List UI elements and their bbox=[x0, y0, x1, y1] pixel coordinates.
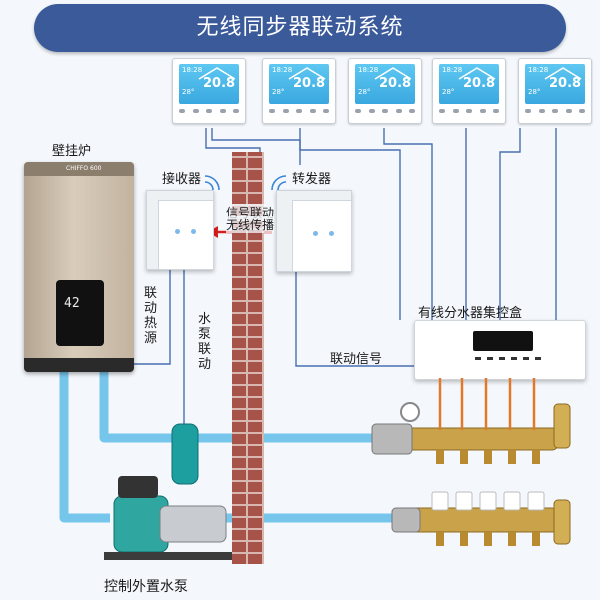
control-wires bbox=[134, 128, 557, 428]
wifi-icon bbox=[271, 175, 287, 191]
thermostat-screen: 18:28 20.8 28° bbox=[269, 64, 329, 104]
control-box-leds bbox=[475, 357, 541, 360]
thermostat-temp: 20.8 bbox=[549, 76, 582, 91]
receiver-label: 接收器 bbox=[162, 172, 202, 187]
thermostat[interactable]: 18:28 20.8 28° bbox=[348, 58, 422, 124]
heat-source-label: 联动热源 bbox=[144, 286, 158, 346]
title-text: 无线同步器联动系统 bbox=[196, 15, 404, 40]
pipe-return-lower bbox=[59, 372, 110, 523]
thermostat-screen: 18:28 20.8 28° bbox=[179, 64, 239, 104]
thermostat-temp: 20.8 bbox=[463, 76, 496, 91]
thermostat[interactable]: 18:28 20.8 28° bbox=[432, 58, 506, 124]
thermostat-screen: 18:28 20.8 28° bbox=[525, 64, 585, 104]
boiler-brand: CHIFFO 600 bbox=[66, 165, 102, 172]
thermostat-time: 18:28 bbox=[272, 66, 293, 74]
thermostat-screen: 18:28 20.8 28° bbox=[439, 64, 499, 104]
pump-label: 控制外置水泵 bbox=[104, 579, 188, 595]
manifold-outlets bbox=[436, 450, 540, 546]
thermostat-setpoint: 28° bbox=[358, 88, 371, 96]
boiler-display: 42 bbox=[64, 296, 80, 311]
thermostat-buttons[interactable] bbox=[179, 109, 239, 117]
boiler-base bbox=[24, 358, 134, 372]
water-pump bbox=[104, 423, 232, 560]
thermostat-setpoint: 28° bbox=[272, 88, 285, 96]
repeater-label: 转发器 bbox=[292, 172, 332, 187]
pressure-tank bbox=[171, 423, 199, 485]
thermostat-time: 18:28 bbox=[358, 66, 379, 74]
loop-wires bbox=[438, 378, 536, 430]
thermostat-buttons[interactable] bbox=[355, 109, 415, 117]
thermostat[interactable]: 18:28 20.8 28° bbox=[518, 58, 592, 124]
wireless-label: 无线传播 bbox=[226, 216, 275, 233]
house-icon bbox=[458, 67, 496, 80]
manifold-upper bbox=[371, 402, 571, 455]
thermostat-time: 18:28 bbox=[528, 66, 549, 74]
pressure-gauge bbox=[400, 402, 420, 422]
wire-heat-source bbox=[134, 270, 171, 365]
thermostat-temp: 20.8 bbox=[203, 76, 236, 91]
boiler-top-bar: CHIFFO 600 bbox=[24, 162, 134, 176]
wall-boiler: CHIFFO 600 42 bbox=[24, 162, 134, 372]
indicator-dot bbox=[191, 229, 196, 234]
title-banner: 无线同步器联动系统 bbox=[34, 4, 566, 52]
thermostat-temp: 20.8 bbox=[379, 76, 412, 91]
pipe-supply-upper bbox=[99, 372, 375, 443]
house-icon bbox=[288, 67, 326, 80]
wire-t4b bbox=[499, 128, 521, 320]
receiver[interactable] bbox=[146, 190, 214, 270]
wifi-icon bbox=[204, 175, 220, 191]
repeater-front bbox=[292, 200, 352, 272]
house-icon bbox=[544, 67, 582, 80]
receiver-front bbox=[158, 200, 214, 270]
indicator-dot bbox=[175, 229, 180, 234]
thermostat-setpoint: 28° bbox=[442, 88, 455, 96]
house-icon bbox=[198, 67, 236, 80]
thermostat-buttons[interactable] bbox=[269, 109, 329, 117]
link-signal-label: 联动信号 bbox=[330, 352, 383, 367]
wire-t2 bbox=[299, 128, 401, 320]
thermostat-screen: 18:28 20.8 28° bbox=[355, 64, 415, 104]
thermostat-time: 18:28 bbox=[442, 66, 463, 74]
indicator-dot bbox=[329, 231, 334, 236]
control-box-screen bbox=[473, 331, 533, 351]
house-icon bbox=[374, 67, 412, 80]
wire-link-signal bbox=[295, 272, 414, 367]
thermostat-setpoint: 28° bbox=[528, 88, 541, 96]
thermostat[interactable]: 18:28 20.8 28° bbox=[172, 58, 246, 124]
pump-link-label: 水泵联动 bbox=[198, 312, 212, 372]
indicator-dot bbox=[313, 231, 318, 236]
thermostat-buttons[interactable] bbox=[439, 109, 499, 117]
thermostat[interactable]: 18:28 20.8 28° bbox=[262, 58, 336, 124]
boiler-control-panel[interactable]: 42 bbox=[56, 280, 104, 346]
wire-t3 bbox=[383, 128, 433, 320]
actuators bbox=[431, 491, 545, 511]
wire-t1b bbox=[211, 128, 301, 165]
boiler-label: 壁挂炉 bbox=[52, 144, 92, 159]
thermostat-buttons[interactable] bbox=[525, 109, 585, 117]
manifold-lower bbox=[391, 499, 571, 545]
collector-box-label: 有线分水器集控盒 bbox=[418, 306, 523, 321]
repeater[interactable] bbox=[276, 190, 352, 272]
thermostat-setpoint: 28° bbox=[182, 88, 195, 96]
manifold-control-box[interactable] bbox=[414, 320, 586, 380]
thermostat-time: 18:28 bbox=[182, 66, 203, 74]
thermostat-temp: 20.8 bbox=[293, 76, 326, 91]
